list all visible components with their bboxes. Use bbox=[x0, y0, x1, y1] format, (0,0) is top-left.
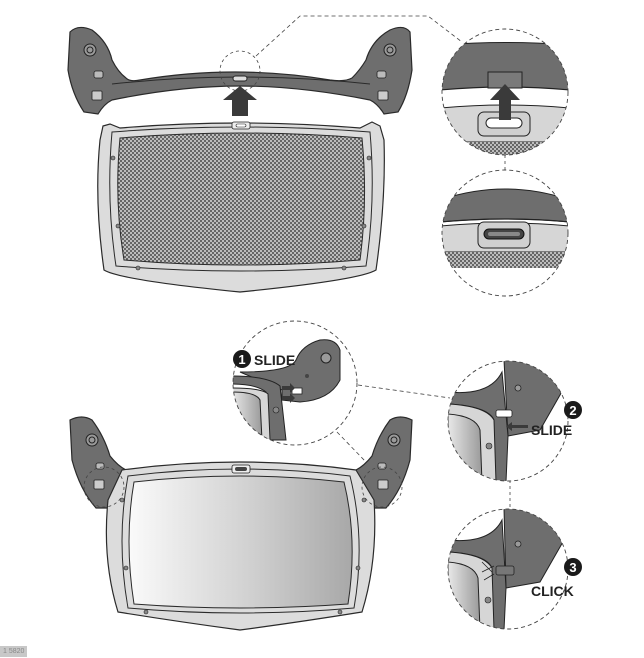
step-1-number: 1 bbox=[238, 352, 245, 367]
top-bracket bbox=[67, 26, 413, 115]
step-3-badge bbox=[564, 558, 582, 576]
step-2-callout: 2 SLIDE bbox=[531, 401, 582, 438]
step-1-label: SLIDE bbox=[254, 352, 295, 368]
detail-tab-before bbox=[441, 28, 569, 156]
detail-step-2 bbox=[447, 360, 569, 482]
step-2-badge bbox=[564, 401, 582, 419]
detail-tab-locked bbox=[441, 169, 569, 297]
document-reference: 1 5820 bbox=[0, 646, 28, 657]
arrow-up-icon bbox=[223, 86, 257, 116]
detail-marker-right bbox=[361, 466, 403, 508]
step-3-label: CLICK bbox=[531, 583, 574, 599]
step-3-number: 3 bbox=[569, 560, 576, 575]
detail-marker-left bbox=[83, 466, 125, 508]
leader-line bbox=[336, 431, 367, 463]
mesh-screen-frame bbox=[97, 121, 385, 293]
step-1-badge bbox=[233, 350, 251, 368]
leader-line bbox=[255, 15, 463, 57]
step-2-label: SLIDE bbox=[531, 422, 572, 438]
step-1-callout: 1 SLIDE bbox=[233, 350, 295, 368]
leader-line bbox=[357, 384, 451, 399]
step-3-callout: 3 CLICK bbox=[531, 558, 582, 599]
bottom-assembly bbox=[69, 416, 413, 631]
detail-step-1 bbox=[232, 320, 358, 446]
step-2-number: 2 bbox=[569, 403, 576, 418]
detail-step-3 bbox=[447, 508, 569, 630]
